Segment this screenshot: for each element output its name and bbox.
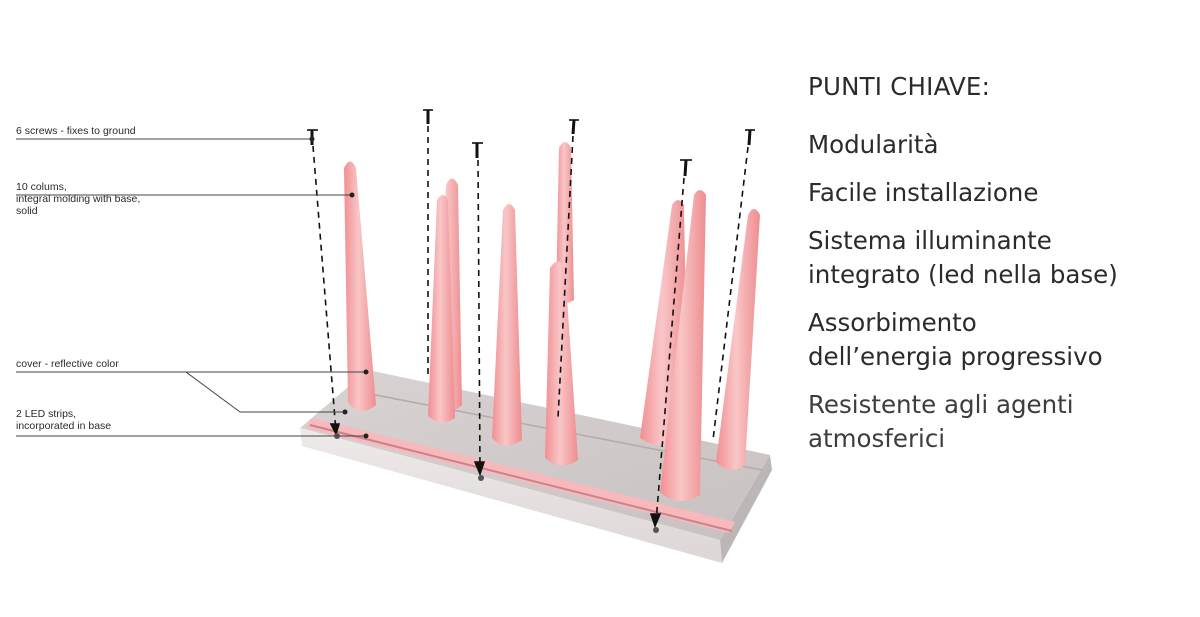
screw xyxy=(423,109,433,378)
screw-hole xyxy=(653,527,659,533)
callout-cover: cover - reflective color xyxy=(16,358,119,370)
led-strip-groove-front xyxy=(309,424,733,532)
column xyxy=(716,209,760,470)
key-point-item: Resistente agli agenti atmosferici xyxy=(808,390,1074,453)
screw xyxy=(649,159,692,529)
screw xyxy=(472,142,486,477)
callout-led-strips: 2 LED strips, incorporated in base xyxy=(16,408,112,432)
column xyxy=(492,204,522,446)
screws xyxy=(307,109,755,533)
modular-base xyxy=(300,370,772,563)
screw xyxy=(712,129,755,441)
column xyxy=(428,195,455,423)
column xyxy=(660,190,706,501)
column xyxy=(545,261,578,466)
callout-columns: 10 colums, integral molding with base, s… xyxy=(16,181,141,217)
base-top-surface xyxy=(300,370,770,540)
callout-leaders xyxy=(16,136,369,439)
screw xyxy=(307,129,341,437)
column xyxy=(344,161,376,411)
columns xyxy=(344,142,760,501)
screw-hole xyxy=(478,475,484,481)
key-points-heading: PUNTI CHIAVE: xyxy=(808,72,991,101)
screw xyxy=(557,119,579,419)
key-point-item: Assorbimento dell’energia progressivo xyxy=(808,308,1103,371)
base-right-side xyxy=(720,455,772,563)
key-point-item: Sistema illuminante integrato (led nella… xyxy=(808,226,1118,289)
key-points-panel: PUNTI CHIAVE: Modularità Facile installa… xyxy=(808,72,1200,470)
key-point-item: Facile installazione xyxy=(808,178,1039,207)
callout-screws: 6 screws - fixes to ground xyxy=(16,125,136,137)
key-point-item: Modularità xyxy=(808,130,939,159)
base-front-side xyxy=(300,428,722,563)
